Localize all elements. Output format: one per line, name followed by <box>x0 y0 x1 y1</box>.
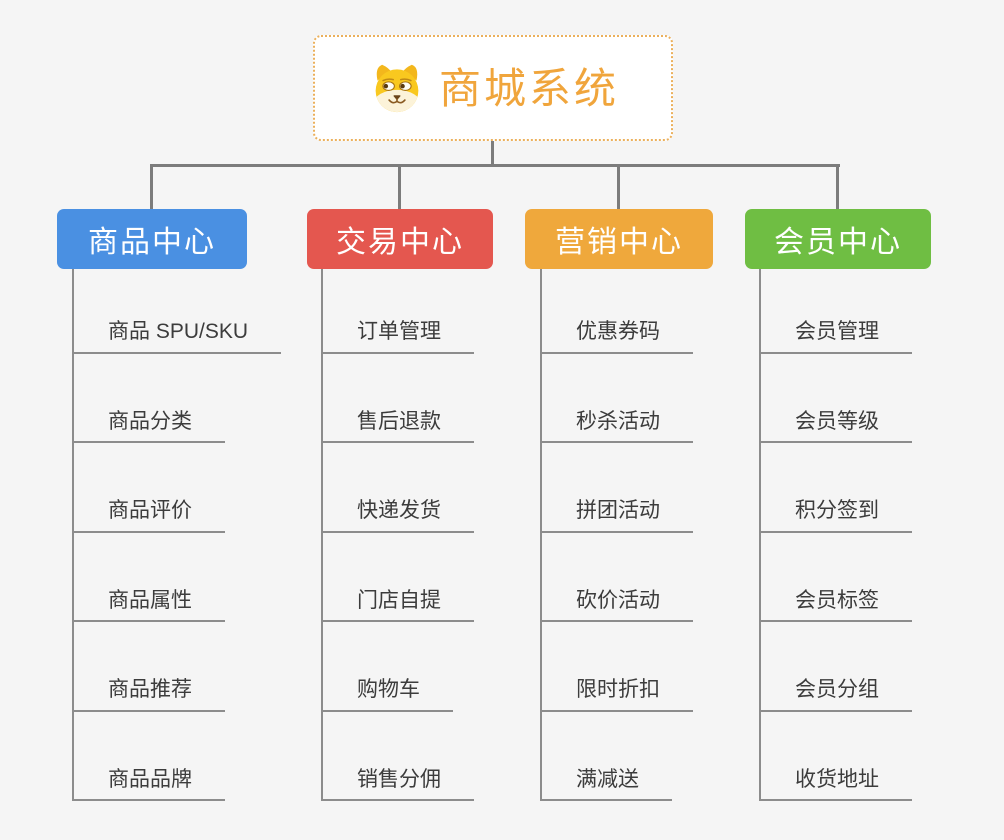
leaf-node[interactable]: 商品评价 <box>74 443 281 533</box>
leaf-node-label: 秒杀活动 <box>542 408 693 443</box>
leaf-node[interactable]: 快递发货 <box>323 443 474 533</box>
leaf-node[interactable]: 商品品牌 <box>74 712 281 801</box>
leaf-node[interactable]: 商品分类 <box>74 354 281 443</box>
leaf-node[interactable]: 砍价活动 <box>542 533 693 622</box>
leaf-node[interactable]: 销售分佣 <box>323 712 474 801</box>
leaf-node[interactable]: 收货地址 <box>761 712 912 801</box>
leaf-node-label: 商品分类 <box>74 408 225 443</box>
leaf-node[interactable]: 优惠券码 <box>542 264 693 354</box>
leaf-node-label: 收货地址 <box>761 766 912 801</box>
leaf-node-label: 满减送 <box>542 766 672 801</box>
connector-trunk-hline <box>150 164 840 167</box>
leaf-column-trade-center: 订单管理 售后退款 快递发货 门店自提 购物车 销售分佣 <box>321 264 474 801</box>
leaf-node[interactable]: 商品推荐 <box>74 622 281 712</box>
leaf-node[interactable]: 购物车 <box>323 622 474 712</box>
leaf-node-label: 售后退款 <box>323 408 474 443</box>
branch-node-marketing-center[interactable]: 营销中心 <box>525 209 713 269</box>
leaf-node-label: 快递发货 <box>323 497 474 533</box>
connector-drop-product-center <box>150 165 153 210</box>
leaf-node-label: 积分签到 <box>761 497 912 533</box>
branch-node-member-center[interactable]: 会员中心 <box>745 209 931 269</box>
leaf-node-label: 会员分组 <box>761 676 912 712</box>
leaf-node[interactable]: 拼团活动 <box>542 443 693 533</box>
leaf-column-product-center: 商品 SPU/SKU 商品分类 商品评价 商品属性 商品推荐 商品品牌 <box>72 264 282 801</box>
leaf-node[interactable]: 限时折扣 <box>542 622 693 712</box>
leaf-node-label: 订单管理 <box>323 318 474 354</box>
leaf-node[interactable]: 商品 SPU/SKU <box>74 264 282 354</box>
leaf-node-label: 门店自提 <box>323 587 474 622</box>
leaf-node[interactable]: 售后退款 <box>323 354 474 443</box>
leaf-node-label: 砍价活动 <box>542 587 693 622</box>
leaf-node-label: 销售分佣 <box>323 766 474 801</box>
connector-root-stub <box>491 139 494 166</box>
leaf-node-label: 拼团活动 <box>542 497 693 533</box>
leaf-node-label: 商品评价 <box>74 497 225 533</box>
connector-drop-marketing-center <box>617 165 620 210</box>
leaf-node[interactable]: 会员等级 <box>761 354 912 443</box>
branch-node-trade-center[interactable]: 交易中心 <box>307 209 493 269</box>
connector-drop-member-center <box>836 165 839 210</box>
leaf-node-label: 购物车 <box>323 676 453 712</box>
leaf-node-label: 优惠券码 <box>542 318 693 354</box>
leaf-node[interactable]: 订单管理 <box>323 264 474 354</box>
leaf-node[interactable]: 会员分组 <box>761 622 912 712</box>
leaf-node-label: 会员标签 <box>761 587 912 622</box>
leaf-node[interactable]: 会员标签 <box>761 533 912 622</box>
leaf-node[interactable]: 积分签到 <box>761 443 912 533</box>
leaf-node-label: 商品属性 <box>74 587 225 622</box>
leaf-node-label: 限时折扣 <box>542 676 693 712</box>
root-node-title: 商城系统 <box>438 65 619 112</box>
leaf-node[interactable]: 满减送 <box>542 712 693 801</box>
leaf-node-label: 商品 SPU/SKU <box>74 318 282 354</box>
leaf-node-label: 商品品牌 <box>74 766 225 801</box>
leaf-node[interactable]: 门店自提 <box>323 533 474 622</box>
leaf-column-member-center: 会员管理 会员等级 积分签到 会员标签 会员分组 收货地址 <box>759 264 912 801</box>
leaf-node-label: 商品推荐 <box>74 676 225 712</box>
leaf-node[interactable]: 会员管理 <box>761 264 912 354</box>
leaf-column-marketing-center: 优惠券码 秒杀活动 拼团活动 砍价活动 限时折扣 满减送 <box>540 264 693 801</box>
branch-node-product-center[interactable]: 商品中心 <box>57 209 247 269</box>
leaf-node[interactable]: 商品属性 <box>74 533 281 622</box>
connector-drop-trade-center <box>398 165 401 210</box>
leaf-node[interactable]: 秒杀活动 <box>542 354 693 443</box>
dog-face-icon <box>367 62 427 114</box>
leaf-node-label: 会员等级 <box>761 408 912 443</box>
root-node[interactable]: 商城系统 <box>313 35 673 141</box>
leaf-node-label: 会员管理 <box>761 318 912 354</box>
